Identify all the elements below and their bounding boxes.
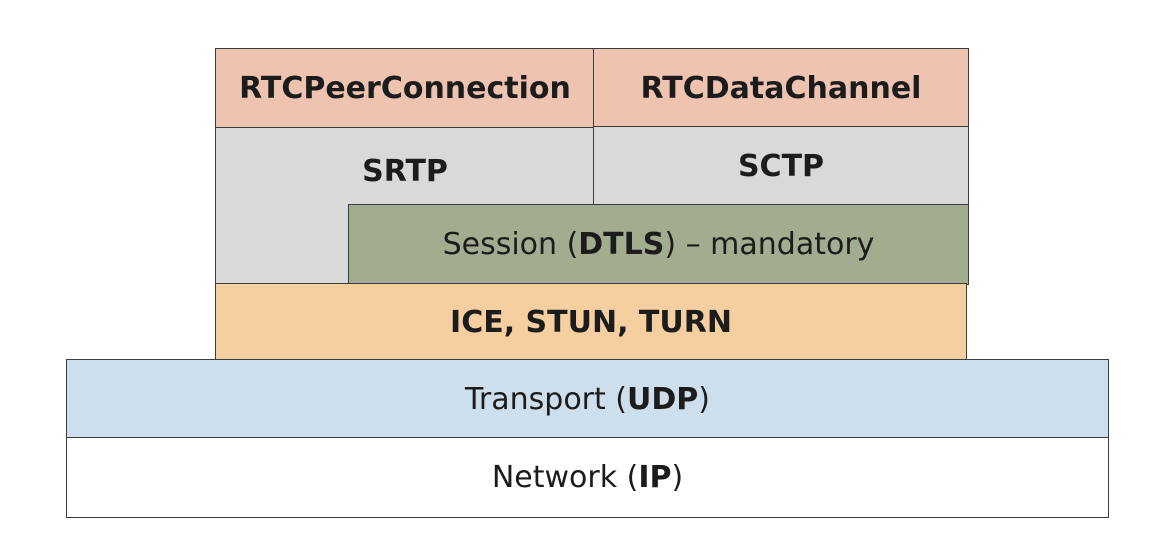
rtc-peer-connection-layer: RTCPeerConnection <box>215 48 595 128</box>
session-dtls-layer: Session (DTLS) – mandatory <box>348 204 969 285</box>
transport-udp-layer: Transport (UDP) <box>66 359 1109 439</box>
network-label-ip: IP <box>638 460 672 495</box>
sctp-label: SCTP <box>737 148 825 184</box>
network-label: Network (IP) <box>492 460 683 495</box>
sctp-layer: SCTP <box>593 126 969 206</box>
session-label-dtls: DTLS <box>578 227 665 262</box>
session-label: Session (DTLS) – mandatory <box>443 227 875 262</box>
transport-label: Transport (UDP) <box>465 382 710 417</box>
rtc-data-channel-layer: RTCDataChannel <box>593 48 969 128</box>
session-label-prefix: Session ( <box>442 227 579 262</box>
ice-stun-turn-layer: ICE, STUN, TURN <box>215 283 967 361</box>
transport-label-suffix: ) <box>698 381 710 417</box>
transport-label-prefix: Transport ( <box>465 381 628 417</box>
network-label-prefix: Network ( <box>491 460 639 495</box>
network-label-suffix: ) <box>671 460 684 495</box>
srtp-label: SRTP <box>362 154 448 189</box>
network-ip-layer: Network (IP) <box>66 437 1109 518</box>
rtc-data-channel-label: RTCDataChannel <box>640 70 922 106</box>
transport-label-udp: UDP <box>627 381 699 417</box>
rtc-peer-connection-label: RTCPeerConnection <box>239 70 571 106</box>
ice-label: ICE, STUN, TURN <box>450 304 732 340</box>
session-label-suffix: ) – mandatory <box>664 227 875 262</box>
